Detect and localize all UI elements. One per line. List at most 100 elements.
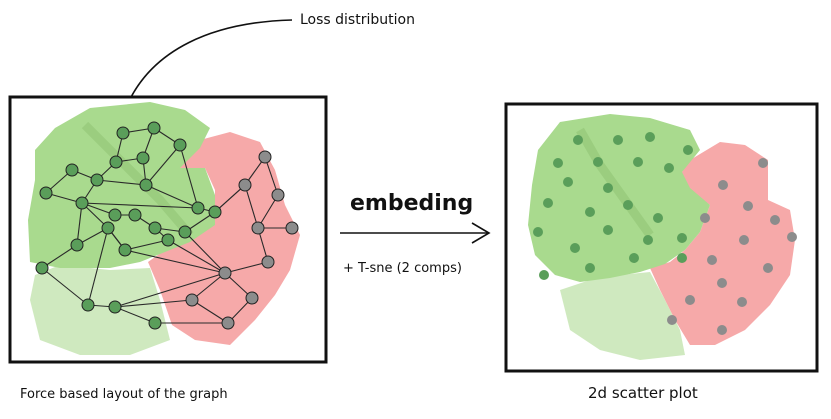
graph-node	[39, 186, 53, 200]
right-caption: 2d scatter plot	[588, 384, 698, 402]
graph-edge	[224, 261, 269, 274]
scatter-point	[717, 278, 727, 288]
scatter-point	[700, 213, 710, 223]
graph-node	[136, 151, 150, 165]
scatter-point	[758, 158, 768, 168]
graph-node	[178, 225, 192, 239]
graph-edge	[214, 184, 246, 213]
tsne-label: + T-sne (2 comps)	[343, 261, 462, 276]
scatter-point	[770, 215, 780, 225]
right-panel	[504, 102, 819, 373]
graph-node	[70, 238, 84, 252]
scatter-point	[593, 157, 603, 167]
left-pink-region	[148, 132, 300, 345]
graph-node	[139, 178, 153, 192]
graph-node	[101, 221, 115, 235]
loss-arrow	[124, 19, 293, 111]
graph-node	[185, 293, 199, 307]
graph-edge	[244, 184, 259, 229]
left-caption: Force based layout of the graph	[20, 387, 228, 402]
graph-node	[148, 221, 162, 235]
graph-edge	[264, 156, 279, 196]
scatter-point	[633, 157, 643, 167]
graph-edge	[179, 144, 199, 209]
graph-edge	[167, 239, 226, 274]
scatter-point	[629, 253, 639, 263]
scatter-point	[585, 263, 595, 273]
graph-node	[191, 201, 205, 215]
scatter-point	[667, 315, 677, 325]
scatter-point	[787, 232, 797, 242]
scatter-point	[570, 243, 580, 253]
embedding-label: embeding	[350, 191, 473, 216]
scatter-point	[643, 235, 653, 245]
graph-edge	[41, 267, 89, 306]
embedding-transition: embeding + T-sne (2 comps)	[340, 191, 491, 276]
scatter-point	[739, 235, 749, 245]
scatter-point	[707, 255, 717, 265]
right-light-green-region	[560, 272, 685, 360]
scatter-point	[677, 233, 687, 243]
graph-node	[75, 196, 89, 210]
graph-node	[285, 221, 299, 235]
left-green-stripe	[81, 121, 194, 238]
graph-node	[251, 221, 265, 235]
graph-node	[90, 173, 104, 187]
graph-node	[65, 163, 79, 177]
graph-node	[128, 208, 142, 222]
graph-node	[173, 138, 187, 152]
scatter-point	[563, 177, 573, 187]
graph-node	[161, 233, 175, 247]
scatter-point	[683, 145, 693, 155]
graph-edge	[87, 227, 109, 306]
scatter-point	[603, 183, 613, 193]
graph-edge	[124, 249, 226, 274]
scatter-point	[553, 158, 563, 168]
graph-node	[271, 188, 285, 202]
scatter-points	[533, 132, 797, 335]
scatter-point	[664, 163, 674, 173]
graph-node	[116, 126, 130, 140]
scatter-point	[573, 135, 583, 145]
scatter-point	[603, 225, 613, 235]
graph-edge	[114, 306, 156, 324]
scatter-point	[623, 200, 633, 210]
graph-node	[238, 178, 252, 192]
scatter-point	[677, 253, 687, 263]
left-light-green-region	[30, 265, 170, 355]
graph-node	[148, 316, 162, 330]
graph-edge	[76, 202, 83, 246]
graph-nodes	[35, 121, 299, 330]
graph-edge	[81, 202, 199, 209]
graph-edge	[41, 244, 78, 269]
scatter-point	[539, 270, 549, 280]
graph-node	[108, 300, 122, 314]
graph-edge	[124, 239, 169, 251]
graph-node	[35, 261, 49, 275]
graph-node	[147, 121, 161, 135]
graph-edge	[191, 299, 229, 324]
right-pink-region	[650, 142, 795, 345]
graph-node	[258, 150, 272, 164]
graph-edge	[114, 299, 193, 308]
scatter-point	[585, 207, 595, 217]
scatter-point	[718, 180, 728, 190]
scatter-point	[737, 297, 747, 307]
graph-edge	[145, 184, 199, 209]
left-green-region	[28, 102, 215, 268]
scatter-point	[763, 263, 773, 273]
graph-node	[81, 298, 95, 312]
graph-edge	[114, 272, 226, 308]
scatter-point	[653, 213, 663, 223]
graph-node	[261, 255, 275, 269]
graph-edge	[96, 179, 147, 186]
right-green-stripe	[576, 127, 654, 238]
graph-edge	[191, 272, 226, 301]
scatter-point	[543, 198, 553, 208]
scatter-point	[645, 132, 655, 142]
scatter-point	[717, 325, 727, 335]
graph-node	[118, 243, 132, 257]
scatter-point	[743, 201, 753, 211]
graph-edge	[184, 231, 226, 274]
